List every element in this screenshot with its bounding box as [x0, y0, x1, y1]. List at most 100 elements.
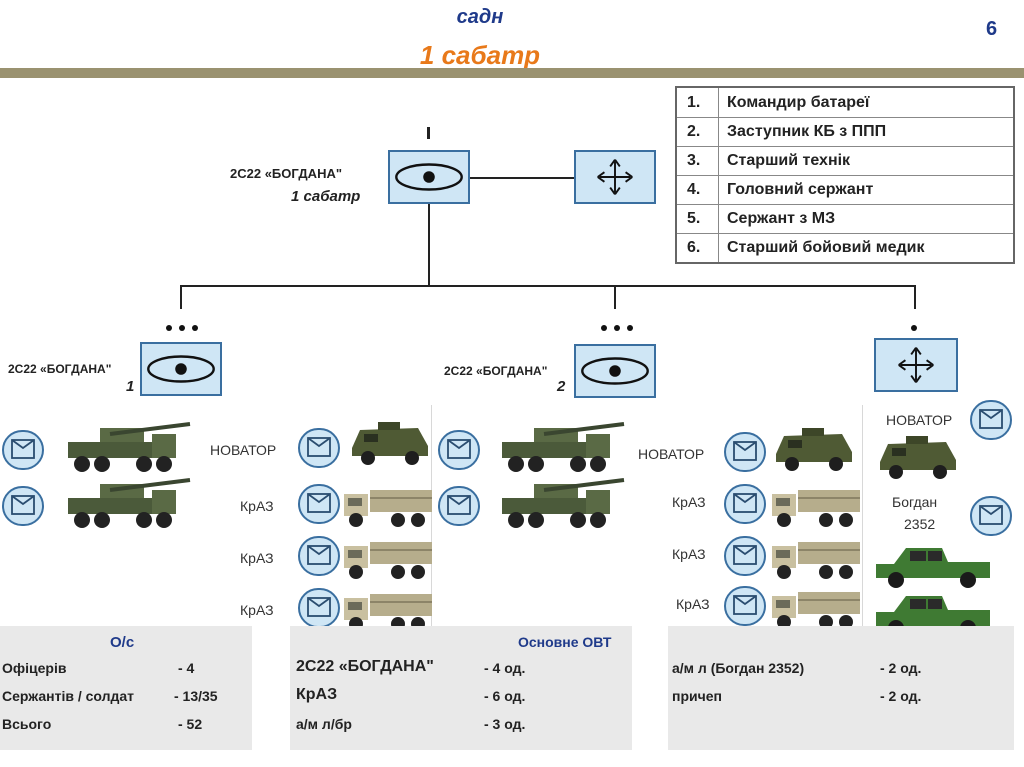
- armored-vehicle: [776, 428, 852, 471]
- echelon-dot: [911, 325, 917, 331]
- panel-row-label: 2С22 «БОГДАНА": [296, 658, 434, 675]
- artillery-vehicle: [66, 422, 192, 474]
- column-divider: [431, 405, 432, 630]
- kraz-label: КрАЗ: [676, 596, 710, 612]
- platoon-1-symbol[interactable]: [140, 342, 222, 396]
- hq-support-symbol[interactable]: [574, 150, 656, 204]
- panel-row-value: - 4: [178, 660, 195, 676]
- slide-number: 6: [986, 18, 998, 40]
- panel-row-label: Сержантів / солдат: [2, 688, 135, 704]
- equipment-panel-title: Основне ОВТ: [518, 634, 612, 650]
- page-subtitle: 1 сабатр: [419, 40, 541, 70]
- vehicle-unit-icon: [970, 400, 1012, 440]
- echelon-dot: [166, 325, 172, 331]
- personnel-panel: [0, 626, 252, 750]
- personnel-panel-title: О/с: [110, 634, 135, 651]
- echelon-dot: [179, 325, 185, 331]
- kraz-label: КрАЗ: [240, 550, 274, 566]
- artillery-vehicle: [66, 478, 192, 530]
- vehicle-unit-icon: [298, 536, 340, 576]
- panel-row-value: - 2 од.: [880, 660, 922, 676]
- legend-num: 1.: [677, 88, 719, 117]
- panel-row-label: а/м л (Богдан 2352): [672, 660, 805, 676]
- vehicle-unit-icon: [298, 428, 340, 468]
- kraz-label: КрАЗ: [672, 494, 706, 510]
- echelon-dot: [627, 325, 633, 331]
- platoon-2-number: 2: [557, 378, 566, 395]
- legend-num: 3.: [677, 147, 719, 175]
- legend-row: 2. Заступник КБ з ППП: [677, 117, 1013, 146]
- truck-vehicle: [771, 489, 861, 528]
- vehicle-unit-icon: [724, 586, 766, 626]
- echelon-dot: [614, 325, 620, 331]
- vehicle-unit-icon: [724, 432, 766, 472]
- panel-row-label: КрАЗ: [296, 686, 338, 703]
- legend-num: 2.: [677, 118, 719, 146]
- kraz-label: КрАЗ: [240, 602, 274, 618]
- vehicle-unit-icon: [438, 430, 480, 470]
- branch-drop-1: [180, 285, 182, 309]
- panel-row-value: - 52: [178, 716, 203, 732]
- novator-label: НОВАТОР: [886, 412, 953, 428]
- panel-row-value: - 2 од.: [880, 688, 922, 704]
- vehicle-unit-icon: [724, 536, 766, 576]
- panel-row-label: Офіцерів: [2, 660, 67, 676]
- truck-vehicle: [343, 541, 433, 580]
- legend-row: 5. Сержант з МЗ: [677, 204, 1013, 233]
- panel-row-label: причеп: [672, 688, 722, 704]
- pickup-vehicle: [876, 548, 990, 588]
- vehicle-unit-icon: [298, 588, 340, 628]
- platoon-2-symbol[interactable]: [574, 344, 656, 398]
- arrows-icon: [596, 158, 634, 196]
- panel-row-value: - 13/35: [174, 688, 218, 704]
- eye-icon: [395, 163, 463, 191]
- legend-row: 3.Старший технік: [677, 146, 1013, 175]
- hq-battery-symbol[interactable]: [388, 150, 470, 204]
- eye-icon: [147, 355, 215, 383]
- hq-trunk: [428, 204, 430, 286]
- branch-drop-2: [614, 285, 616, 309]
- truck-vehicle: [343, 489, 433, 528]
- kraz-label: КрАЗ: [672, 546, 706, 562]
- truck-vehicle: [771, 541, 861, 580]
- column-divider: [862, 405, 863, 630]
- novator-label: НОВАТОР: [638, 446, 705, 462]
- platoon-2-label: 2С22 «БОГДАНА": [444, 364, 548, 378]
- platoon-1-label: 2С22 «БОГДАНА": [8, 362, 112, 376]
- legend-num: 5.: [677, 205, 719, 233]
- artillery-vehicle: [500, 422, 626, 474]
- branch-bar: [180, 285, 916, 287]
- branch-drop-3: [914, 285, 916, 309]
- bogdan-label: Богдан: [892, 494, 938, 510]
- legend-text: Головний сержант: [727, 181, 874, 198]
- legend-text: Сержант з МЗ: [727, 210, 836, 227]
- artillery-vehicle: [500, 478, 626, 530]
- echelon-dot: [601, 325, 607, 331]
- panel-row-value: - 3 од.: [484, 716, 526, 732]
- equipment-panel: [290, 626, 632, 750]
- hq-unit-label: 2С22 «БОГДАНА": [230, 166, 343, 181]
- arrows-icon: [897, 346, 935, 384]
- legend-text: Командир батареї: [727, 93, 870, 111]
- legend-row: 4.Головний сержант: [677, 175, 1013, 204]
- echelon-dot: [192, 325, 198, 331]
- truck-vehicle: [771, 591, 861, 630]
- panel-row-value: - 6 од.: [484, 688, 526, 704]
- legend-row: 1. Командир батареї: [677, 88, 1013, 117]
- vehicle-unit-icon: [298, 484, 340, 524]
- legend-text: Заступник КБ з ППП: [727, 123, 887, 140]
- hq-unit-sub: 1 сабатр: [291, 188, 361, 205]
- vehicle-unit-icon: [2, 486, 44, 526]
- armored-vehicle: [880, 436, 956, 479]
- panel-row-value: - 4 од.: [484, 660, 526, 676]
- hq-tick: [427, 127, 430, 139]
- support-section-symbol[interactable]: [874, 338, 958, 392]
- vehicle-unit-icon: [438, 486, 480, 526]
- vehicle-unit-icon: [2, 430, 44, 470]
- panel-row-label: Всього: [2, 716, 52, 732]
- legend-text: Старший бойовий медик: [727, 239, 925, 256]
- header-rule: [0, 68, 1024, 78]
- kraz-label: КрАЗ: [240, 498, 274, 514]
- platoon-1-number: 1: [126, 378, 135, 395]
- armored-vehicle: [352, 422, 428, 465]
